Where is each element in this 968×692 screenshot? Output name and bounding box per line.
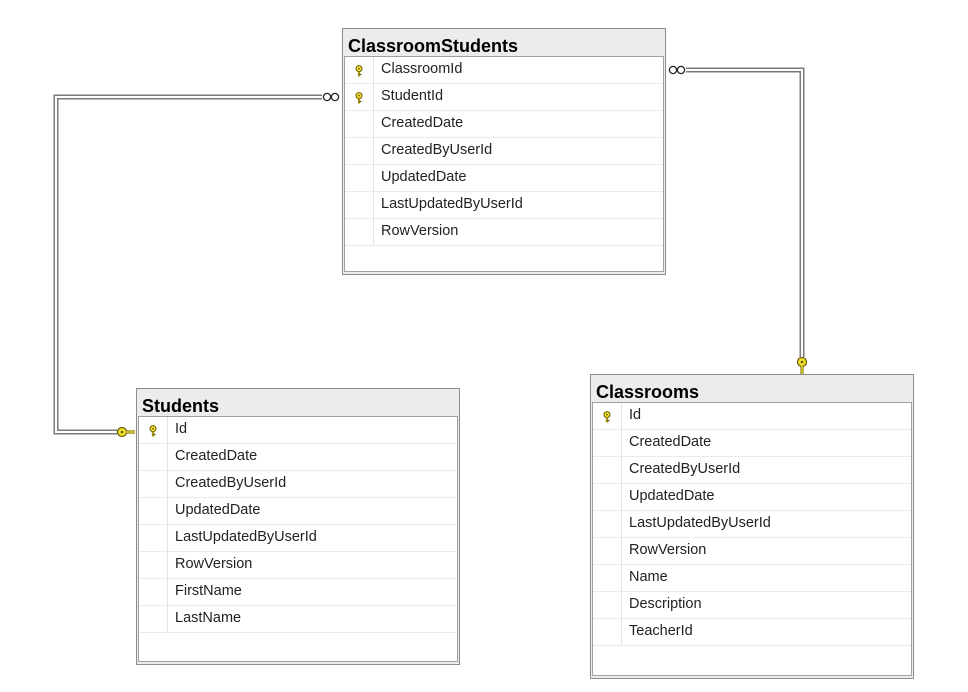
column-name: CreatedByUserId: [175, 475, 287, 491]
column-row[interactable]: RowVersion: [593, 538, 911, 565]
primary-key-icon: [147, 425, 159, 441]
column-name: Name: [629, 569, 668, 585]
column-name: Id: [629, 407, 642, 423]
relationship-classrooms-line[interactable]: [686, 67, 805, 357]
row-selector[interactable]: [139, 498, 168, 524]
column-row[interactable]: UpdatedDate: [345, 165, 663, 192]
column-name: UpdatedDate: [175, 502, 261, 518]
row-selector[interactable]: [345, 84, 374, 110]
column-row[interactable]: RowVersion: [345, 219, 663, 246]
column-name: Description: [629, 596, 702, 612]
row-selector[interactable]: [593, 403, 622, 429]
one-end-key-icon: [116, 426, 135, 438]
column-name: RowVersion: [381, 223, 459, 239]
column-name: RowVersion: [175, 556, 253, 572]
row-selector[interactable]: [345, 192, 374, 218]
column-name: CreatedDate: [175, 448, 258, 464]
column-name: LastUpdatedByUserId: [175, 529, 317, 545]
many-end-infinity-icon: [322, 92, 340, 102]
row-selector[interactable]: [593, 430, 622, 456]
row-selector[interactable]: [139, 552, 168, 578]
primary-key-icon: [601, 411, 613, 427]
column-name: CreatedByUserId: [629, 461, 741, 477]
row-selector[interactable]: [345, 138, 374, 164]
row-selector[interactable]: [593, 484, 622, 510]
column-row[interactable]: TeacherId: [593, 619, 911, 646]
table-title[interactable]: ClassroomStudents: [348, 36, 519, 56]
column-name: CreatedDate: [629, 434, 712, 450]
row-selector[interactable]: [593, 565, 622, 591]
row-selector[interactable]: [345, 57, 374, 83]
column-row[interactable]: CreatedDate: [345, 111, 663, 138]
column-row[interactable]: CreatedDate: [139, 444, 457, 471]
relationship-students-line[interactable]: [53, 94, 322, 435]
column-row[interactable]: CreatedDate: [593, 430, 911, 457]
column-name: LastUpdatedByUserId: [381, 196, 523, 212]
row-selector[interactable]: [345, 111, 374, 137]
row-selector[interactable]: [345, 165, 374, 191]
column-name: Id: [175, 421, 188, 437]
column-row[interactable]: UpdatedDate: [139, 498, 457, 525]
column-name: StudentId: [381, 88, 444, 104]
row-selector[interactable]: [593, 457, 622, 483]
column-row[interactable]: CreatedByUserId: [139, 471, 457, 498]
column-row[interactable]: Id: [593, 403, 911, 430]
column-row[interactable]: CreatedByUserId: [345, 138, 663, 165]
row-selector[interactable]: [139, 525, 168, 551]
column-name: UpdatedDate: [381, 169, 467, 185]
column-name: RowVersion: [629, 542, 707, 558]
column-row[interactable]: UpdatedDate: [593, 484, 911, 511]
column-name: LastName: [175, 610, 242, 626]
table-title[interactable]: Classrooms: [596, 382, 700, 402]
row-selector[interactable]: [593, 619, 622, 645]
column-row[interactable]: RowVersion: [139, 552, 457, 579]
row-selector[interactable]: [345, 219, 374, 245]
row-selector[interactable]: [593, 592, 622, 618]
one-end-key-icon: [796, 356, 808, 375]
column-row[interactable]: ClassroomId: [345, 57, 663, 84]
column-row[interactable]: CreatedByUserId: [593, 457, 911, 484]
column-row[interactable]: Description: [593, 592, 911, 619]
row-selector[interactable]: [593, 511, 622, 537]
column-name: CreatedByUserId: [381, 142, 493, 158]
column-row[interactable]: StudentId: [345, 84, 663, 111]
row-selector[interactable]: [139, 579, 168, 605]
column-name: TeacherId: [629, 623, 693, 639]
column-name: LastUpdatedByUserId: [629, 515, 771, 531]
column-name: FirstName: [175, 583, 242, 599]
column-name: UpdatedDate: [629, 488, 715, 504]
column-name: ClassroomId: [381, 61, 463, 77]
primary-key-icon: [353, 65, 365, 81]
column-row[interactable]: LastUpdatedByUserId: [345, 192, 663, 219]
column-row[interactable]: Name: [593, 565, 911, 592]
table-title[interactable]: Students: [142, 396, 220, 416]
row-selector[interactable]: [139, 444, 168, 470]
column-row[interactable]: FirstName: [139, 579, 457, 606]
column-row[interactable]: LastName: [139, 606, 457, 633]
primary-key-icon: [353, 92, 365, 108]
column-row[interactable]: Id: [139, 417, 457, 444]
many-end-infinity-icon: [668, 65, 686, 75]
row-selector[interactable]: [139, 471, 168, 497]
row-selector[interactable]: [139, 417, 168, 443]
row-selector[interactable]: [593, 538, 622, 564]
column-row[interactable]: LastUpdatedByUserId: [139, 525, 457, 552]
column-row[interactable]: LastUpdatedByUserId: [593, 511, 911, 538]
column-name: CreatedDate: [381, 115, 464, 131]
row-selector[interactable]: [139, 606, 168, 632]
